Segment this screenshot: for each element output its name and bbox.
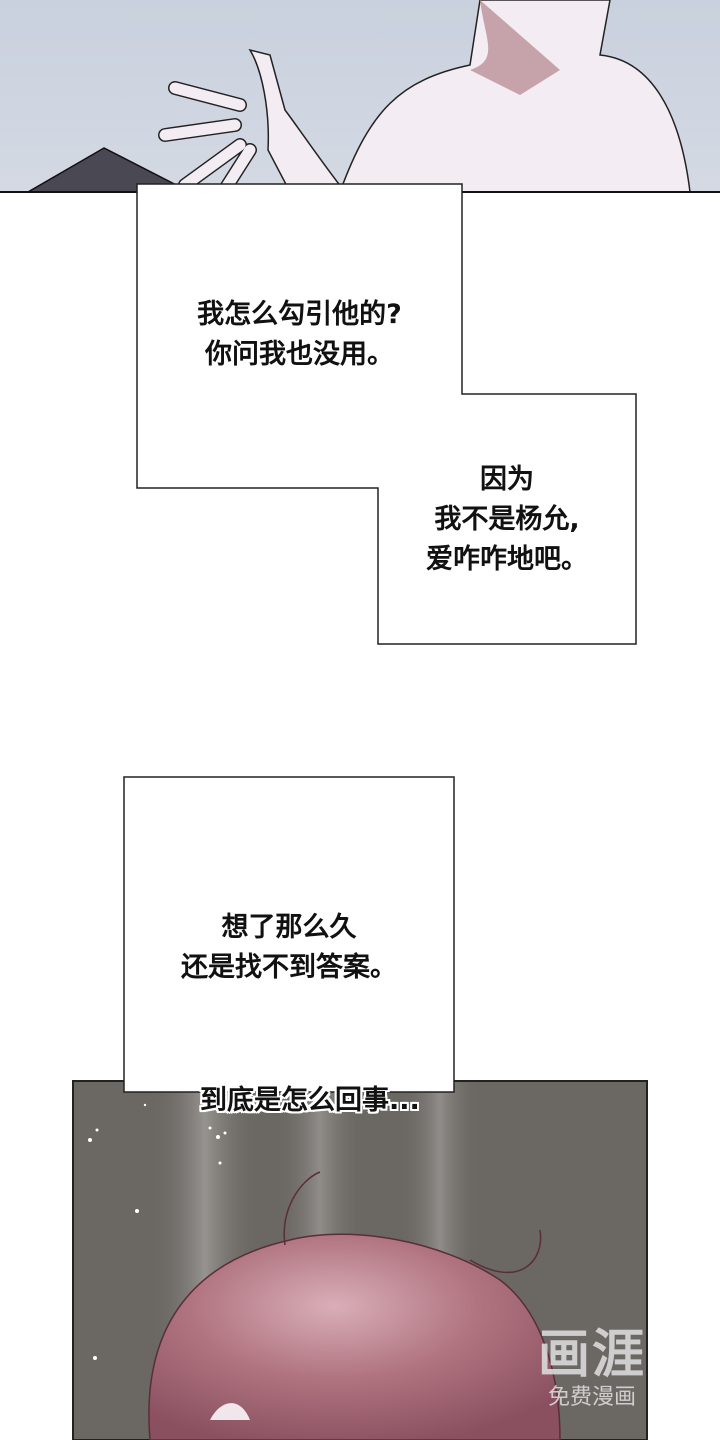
top-panel xyxy=(0,0,720,212)
text-line: 还是找不到答案。 xyxy=(181,952,397,983)
watermark-logo: 画涯 xyxy=(538,1325,647,1385)
watermark: 画涯 免费漫画 xyxy=(538,1325,646,1411)
text-line: 你问我也没用。 xyxy=(205,339,394,370)
text-line: 想了那么久 xyxy=(221,912,357,943)
watermark-subtitle: 免费漫画 xyxy=(548,1385,637,1410)
narration-text-3: 想了那么久 还是找不到答案。 xyxy=(124,908,454,988)
narration-box-1 xyxy=(136,183,637,645)
narration-text-1: 我怎么勾引他的? 你问我也没用。 xyxy=(137,295,462,375)
character-body xyxy=(338,0,691,193)
text-line: 因为 xyxy=(480,464,534,495)
narration-box-3 xyxy=(123,776,455,1093)
text-line: 我怎么勾引他的? xyxy=(197,299,402,330)
text-line: 我不是杨允, xyxy=(434,504,580,535)
character-hair xyxy=(148,1233,561,1440)
bottom-panel xyxy=(72,1080,648,1440)
text-line: 爱咋咋地吧。 xyxy=(426,544,588,575)
thought-caption: 到底是怎么回事... xyxy=(200,1085,420,1116)
narration-text-2: 因为 我不是杨允, 爱咋咋地吧。 xyxy=(378,460,636,580)
sparkles xyxy=(88,1103,227,1360)
